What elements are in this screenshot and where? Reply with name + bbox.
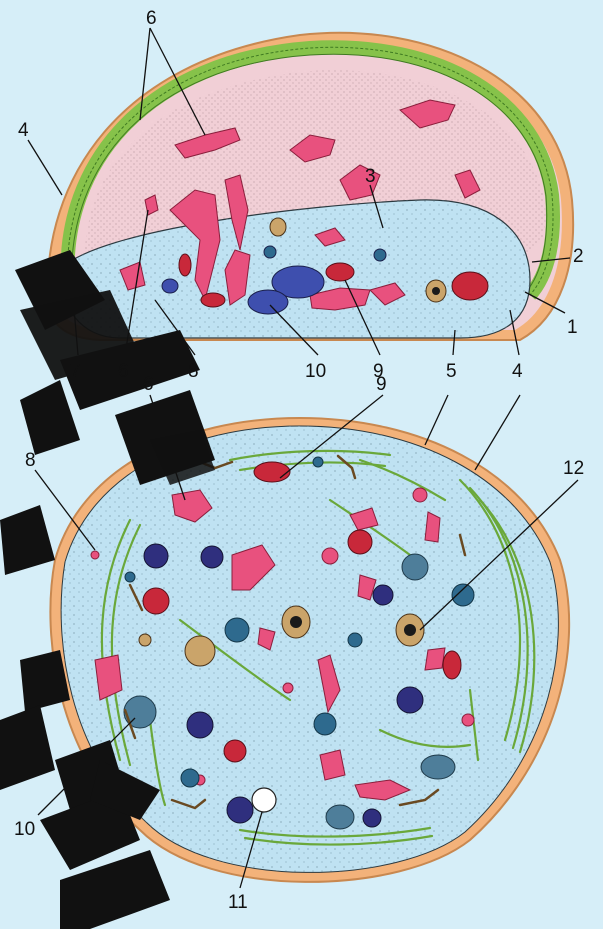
small-vacuole xyxy=(252,788,276,812)
label-9-bottom: 9 xyxy=(376,374,387,395)
label-7: 7 xyxy=(70,361,81,382)
top-cell xyxy=(48,33,573,340)
label-6-bottom: 6 xyxy=(143,374,154,395)
label-6-top: 6 xyxy=(146,8,157,29)
label-2: 2 xyxy=(573,246,584,267)
label-3: 3 xyxy=(365,166,376,187)
label-6-mid: 6 xyxy=(118,361,129,382)
label-8-bottom: 8 xyxy=(25,450,36,471)
label-4-left: 4 xyxy=(18,120,29,141)
label-12: 12 xyxy=(563,458,584,479)
label-10-mid: 10 xyxy=(305,361,326,382)
label-8-mid: 8 xyxy=(188,361,199,382)
label-10-bottom: 10 xyxy=(14,819,35,840)
label-1: 1 xyxy=(567,317,578,338)
label-5: 5 xyxy=(446,361,457,382)
label-4-right: 4 xyxy=(512,361,523,382)
label-11: 11 xyxy=(228,892,248,913)
